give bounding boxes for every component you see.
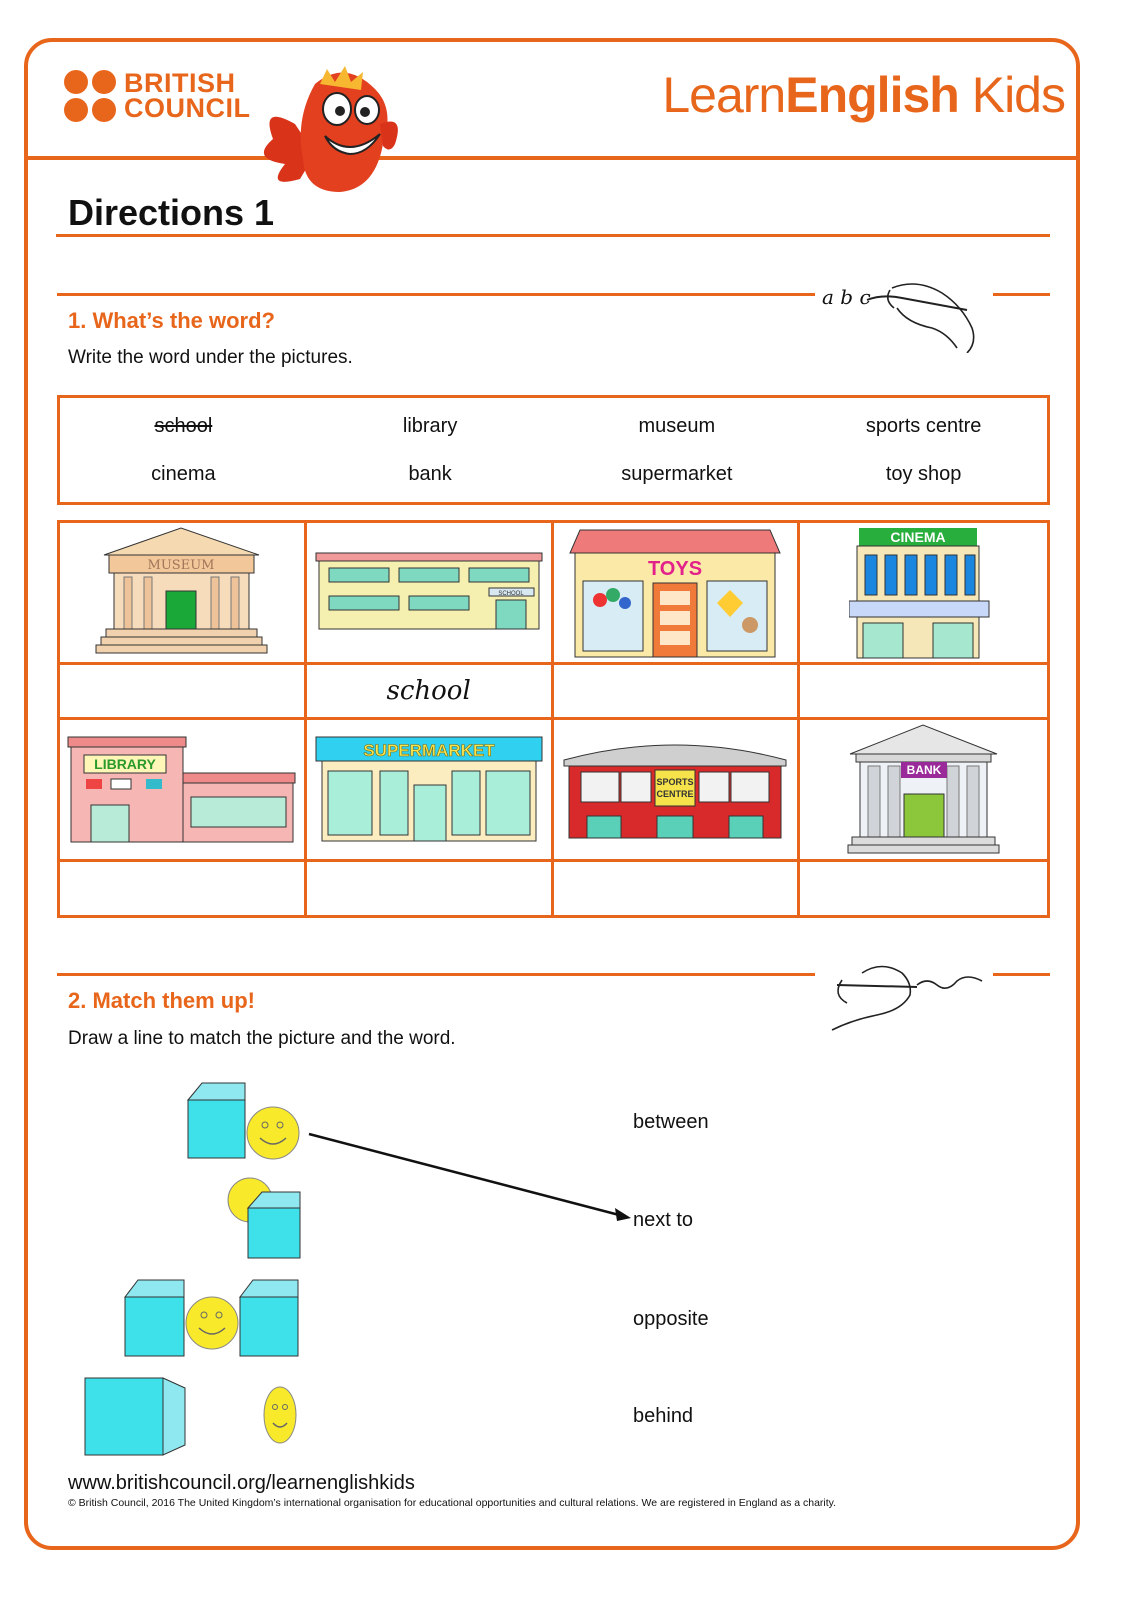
hand-letters: a b c	[822, 285, 871, 309]
answer-cell[interactable]	[60, 665, 307, 720]
answer-cell[interactable]	[553, 665, 801, 720]
writing-hand-icon	[866, 283, 975, 353]
logo-kids: Kids	[958, 67, 1066, 123]
cube-icon	[238, 1279, 299, 1357]
answer-cell[interactable]	[800, 665, 1047, 720]
smiley-icon	[246, 1106, 300, 1160]
british-council-logo: BRITISH COUNCIL	[64, 70, 251, 122]
answer-cell[interactable]	[554, 862, 801, 915]
section1-instruction: Write the word under the pictures.	[68, 347, 353, 368]
supermarket-building-icon: SUPERMARKET	[315, 736, 543, 841]
cinema-sign: CINEMA	[890, 529, 945, 545]
picture-cell: CINEMA	[800, 523, 1047, 665]
school-sign: SCHOOL	[498, 591, 524, 597]
word-sports-centre: sports centre	[865, 414, 982, 437]
section2-title: 2. Match them up!	[68, 988, 256, 1013]
logo-line-2: COUNCIL	[124, 93, 251, 123]
page-title: Directions 1	[68, 192, 275, 233]
match-word-opposite: opposite	[633, 1308, 709, 1330]
picture-cell: LIBRARY	[60, 720, 307, 862]
page-frame	[24, 38, 1080, 1550]
word-cinema: cinema	[151, 462, 216, 485]
picture-cell: SPORTS CENTRE	[553, 720, 801, 862]
drawing-hand-icon	[831, 965, 983, 1031]
learnenglish-kids-logo: LearnEnglish Kids	[662, 66, 1066, 124]
british-council-dots-icon	[64, 70, 116, 122]
cinema-building-icon: CINEMA	[848, 528, 990, 659]
supermarket-sign: SUPERMARKET	[363, 741, 495, 760]
logo-learn: Learn	[662, 67, 786, 123]
match-word-behind: behind	[633, 1405, 694, 1427]
cube-icon	[84, 1377, 186, 1456]
cube-icon	[186, 1082, 246, 1159]
sports-sign-2: CENTRE	[657, 789, 694, 799]
title-underline	[56, 234, 1050, 237]
answer-cell[interactable]	[60, 862, 307, 915]
word-museum: museum	[638, 414, 716, 437]
sports-sign-1: SPORTS	[657, 777, 694, 787]
smiley-icon	[185, 1296, 239, 1350]
answer-cell[interactable]: school	[306, 665, 554, 720]
museum-building-icon: MUSEUM	[95, 527, 268, 654]
word-toy-shop: toy shop	[885, 462, 962, 485]
bank-sign: BANK	[907, 763, 942, 777]
word-bank: bank	[408, 462, 452, 485]
mascot-monster-icon	[263, 66, 398, 192]
match-pictures	[84, 1082, 301, 1456]
answer-text: school	[386, 676, 471, 706]
logo-english: English	[785, 67, 960, 123]
smiley-icon	[263, 1386, 297, 1444]
library-building-icon: LIBRARY	[67, 736, 296, 842]
example-match-line	[308, 1132, 631, 1221]
answer-cell[interactable]	[307, 862, 554, 915]
museum-sign: MUSEUM	[148, 558, 215, 573]
bank-building-icon: BANK	[847, 724, 1000, 854]
section2-instruction: Draw a line to match the picture and the…	[68, 1028, 456, 1049]
section2-line-left	[57, 973, 815, 976]
logo-line-1: BRITISH	[124, 68, 236, 98]
picture-grid: MUSEUM SCHOOL TO	[57, 520, 1050, 918]
footer-copyright: © British Council, 2016 The United Kingd…	[68, 1497, 837, 1509]
cube-icon	[123, 1279, 185, 1357]
footer-url[interactable]: www.britishcouncil.org/learnenglishkids	[68, 1472, 415, 1494]
picture-cell: SCHOOL	[306, 523, 554, 665]
section1-line-right	[993, 293, 1050, 296]
picture-cell: SUPERMARKET	[306, 720, 554, 862]
section1-title: 1. What’s the word?	[68, 308, 275, 333]
section1-line-left	[57, 293, 815, 296]
word-school: school	[154, 414, 213, 437]
school-building-icon: SCHOOL	[315, 552, 543, 629]
toy-shop-building-icon: TOYS	[569, 529, 782, 658]
picture-cell: BANK	[800, 720, 1047, 862]
picture-cell: TOYS	[553, 523, 801, 665]
library-sign: LIBRARY	[94, 756, 156, 772]
word-library: library	[402, 414, 458, 437]
sports-centre-building-icon: SPORTS CENTRE	[563, 744, 787, 838]
match-word-next-to: next to	[633, 1209, 694, 1231]
section2-line-right	[993, 973, 1050, 976]
header-divider	[28, 156, 1080, 160]
word-bank: school library museum sports centre cine…	[57, 395, 1050, 505]
picture-cell: MUSEUM	[60, 523, 307, 665]
toys-sign: TOYS	[648, 558, 702, 580]
cube-icon	[246, 1191, 301, 1259]
word-supermarket: supermarket	[621, 462, 733, 485]
answer-cell[interactable]	[800, 862, 1047, 915]
match-word-between: between	[633, 1111, 709, 1133]
